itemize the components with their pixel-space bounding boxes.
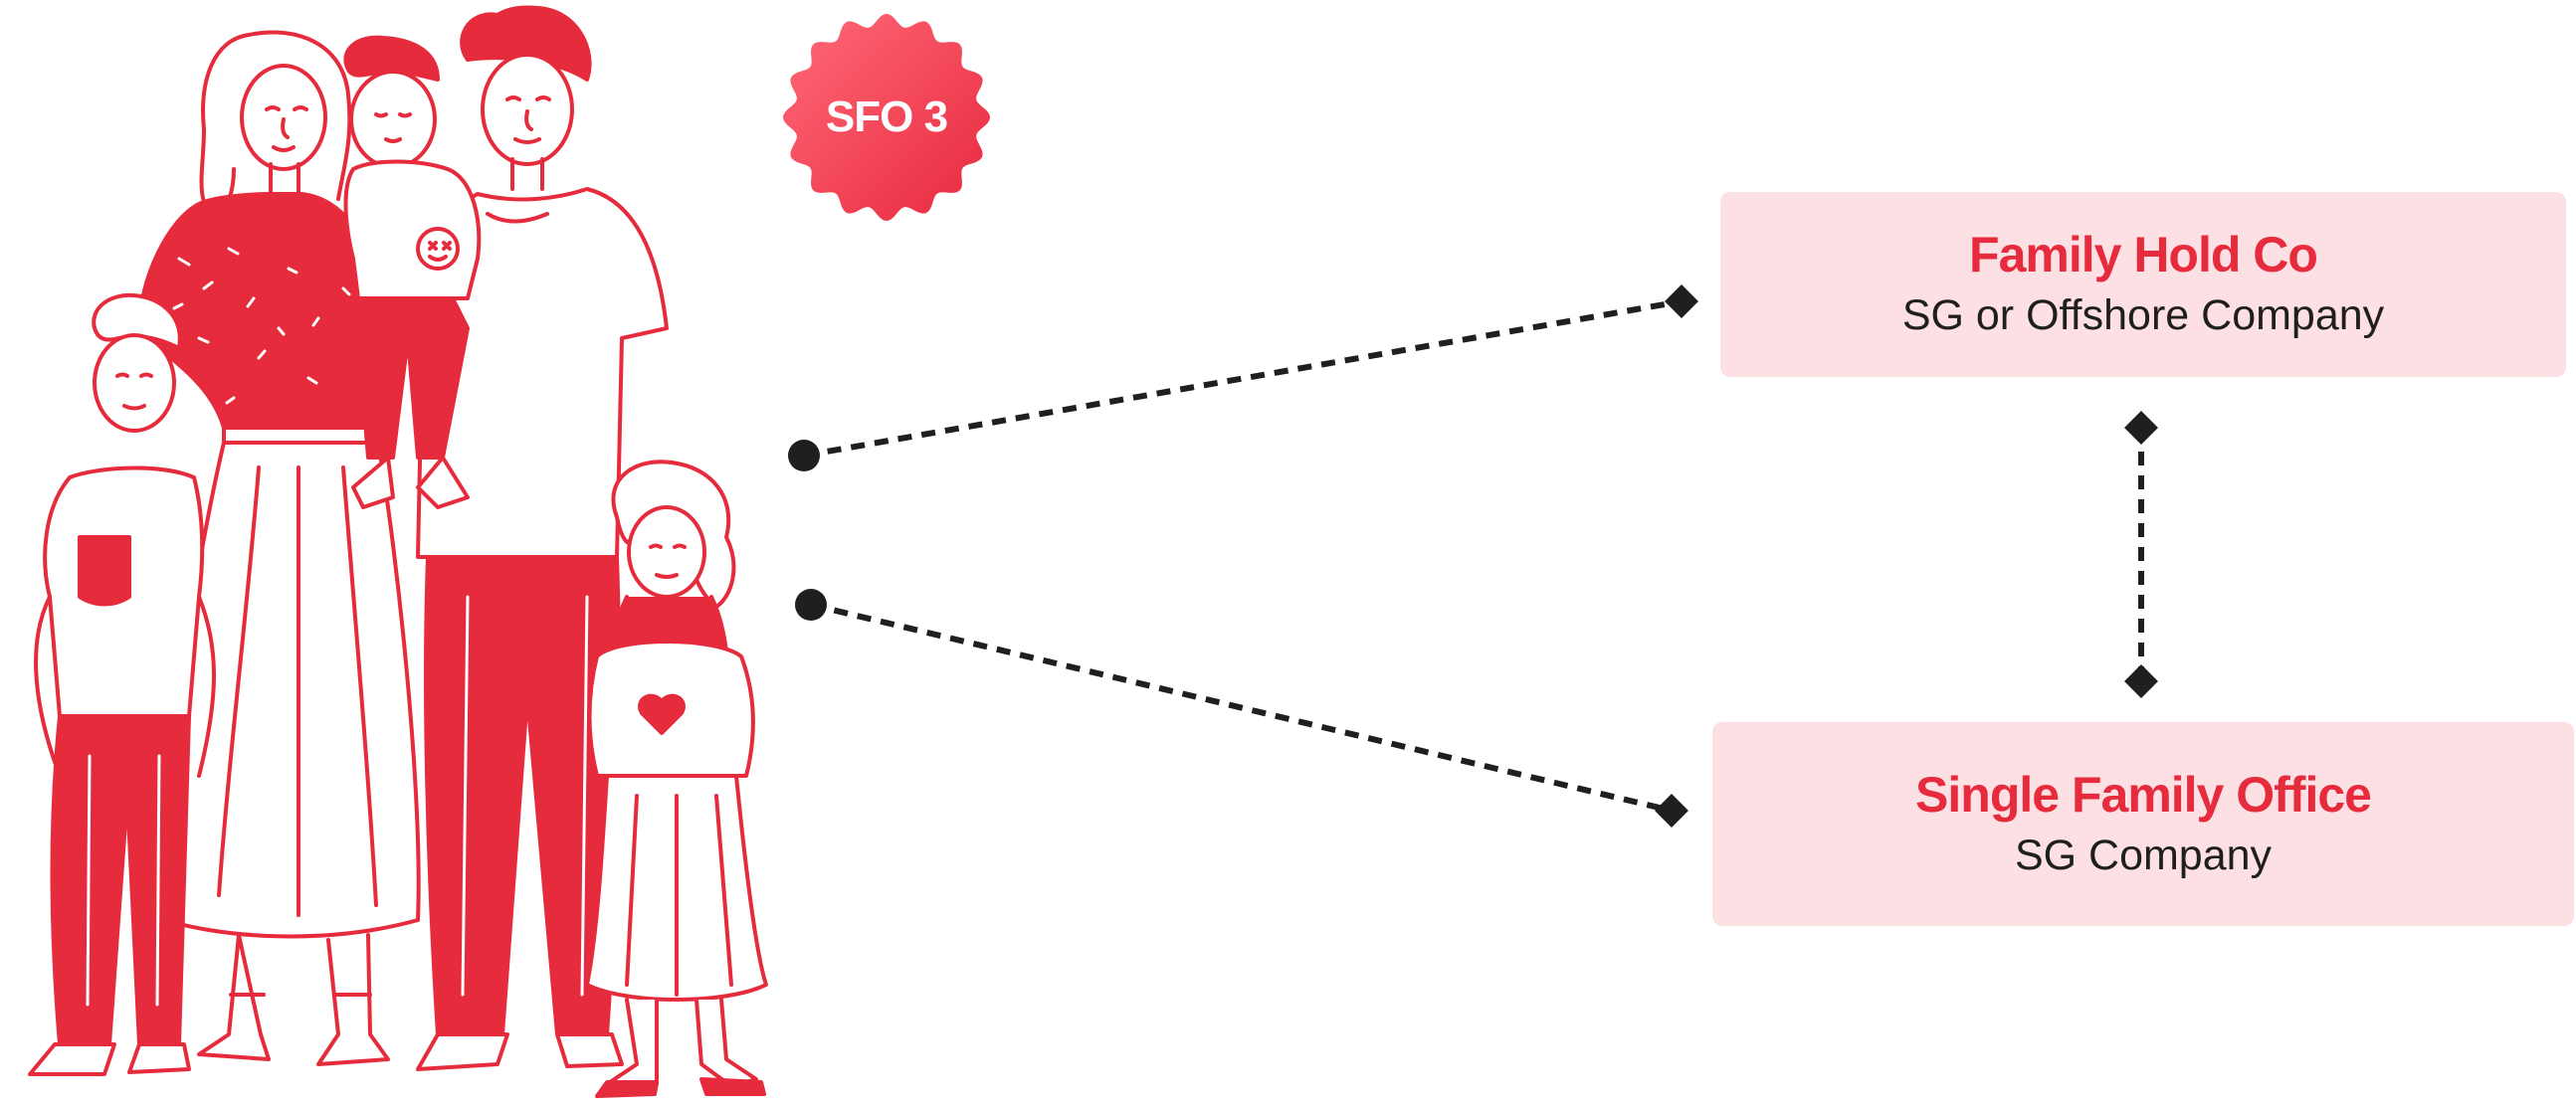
badge-label: SFO 3: [825, 93, 948, 141]
family-illustration: [28, 5, 768, 1098]
connector-to-holdco: [803, 298, 1683, 459]
single-family-office-box: Single Family Office SG Company: [1712, 722, 2574, 926]
connector-end-diamond: [1665, 284, 1698, 318]
connector-end-diamond: [1655, 794, 1688, 828]
connector-to-sfo: [810, 602, 1673, 814]
holdco-subtitle: SG or Offshore Company: [1901, 291, 2385, 340]
connector-start-dot: [795, 589, 827, 621]
connector-start-dot: [788, 440, 820, 471]
sfo-badge: SFO 3: [781, 12, 992, 223]
badge-seal-shape: [783, 14, 990, 221]
family-hold-co-box: Family Hold Co SG or Offshore Company: [1720, 192, 2566, 377]
connector-end-diamond: [2124, 664, 2158, 698]
sfo-subtitle: SG Company: [2014, 831, 2273, 879]
sfo-title: Single Family Office: [1915, 766, 2372, 823]
holdco-title: Family Hold Co: [1969, 227, 2318, 283]
connector-end-diamond: [2124, 411, 2158, 445]
